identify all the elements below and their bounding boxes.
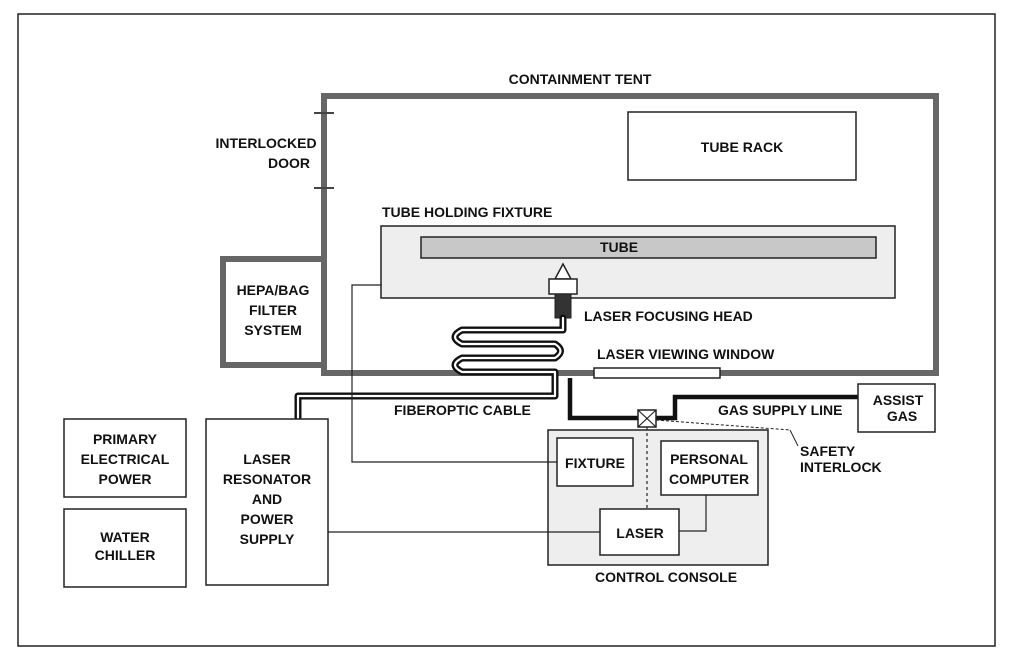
hepa-filter-box bbox=[220, 256, 327, 368]
hepa-label-line3: SYSTEM bbox=[244, 322, 302, 338]
laser-resonator-label-line1: LASER bbox=[243, 451, 290, 467]
primary-power-label-line2: ELECTRICAL bbox=[81, 451, 170, 467]
laser-resonator-label-line5: SUPPLY bbox=[240, 531, 295, 547]
tube-rack-box bbox=[627, 111, 857, 181]
tube-holding-fixture-label: TUBE HOLDING FIXTURE bbox=[382, 204, 552, 220]
water-chiller-label-line2: CHILLER bbox=[95, 547, 156, 563]
laser-resonator-label-line2: RESONATOR bbox=[223, 471, 311, 487]
containment-tent-label: CONTAINMENT TENT bbox=[509, 71, 652, 87]
interlocked-door-label-line2: DOOR bbox=[268, 155, 310, 171]
fixture-control-link bbox=[351, 284, 557, 463]
focusing-head-base bbox=[554, 293, 572, 319]
assist-gas-label-line2: GAS bbox=[887, 408, 917, 424]
fiberoptic-cable-label: FIBEROPTIC CABLE bbox=[394, 402, 531, 418]
control-console-label: CONTROL CONSOLE bbox=[595, 569, 737, 585]
water-chiller-label-line1: WATER bbox=[100, 529, 150, 545]
safety-interlock-pointer bbox=[655, 419, 791, 431]
safety-interlock-label-line2: INTERLOCK bbox=[800, 459, 882, 475]
laser-label: LASER bbox=[616, 525, 663, 541]
primary-power-label-line3: POWER bbox=[99, 471, 152, 487]
gas-supply-line-label: GAS SUPPLY LINE bbox=[718, 402, 842, 418]
water-chiller-box bbox=[63, 508, 187, 588]
fiberoptic-cable-core bbox=[296, 316, 565, 420]
focusing-head-body bbox=[548, 278, 578, 295]
personal-computer-box bbox=[660, 440, 759, 496]
valve-cross-b bbox=[637, 409, 657, 428]
laser-viewing-window bbox=[593, 367, 721, 379]
fixture-label: FIXTURE bbox=[565, 455, 625, 471]
laser-resonator-label-line4: POWER bbox=[241, 511, 294, 527]
laser-box bbox=[599, 508, 680, 556]
primary-power-label-line1: PRIMARY bbox=[93, 431, 158, 447]
safety-interlock-pointer-tail bbox=[789, 429, 799, 447]
hepa-label-line2: FILTER bbox=[249, 302, 297, 318]
safety-interlock-label-line1: SAFETY bbox=[800, 443, 856, 459]
tube-rack-label: TUBE RACK bbox=[701, 139, 783, 155]
assist-gas-box bbox=[857, 383, 936, 433]
laser-viewing-window-label: LASER VIEWING WINDOW bbox=[597, 346, 775, 362]
assist-gas-label-line1: ASSIST bbox=[873, 392, 924, 408]
laser-focusing-head-label: LASER FOCUSING HEAD bbox=[584, 308, 753, 324]
fixture-box bbox=[556, 437, 634, 487]
tube-label: TUBE bbox=[600, 239, 638, 255]
hepa-label-line1: HEPA/BAG bbox=[237, 282, 310, 298]
primary-power-box bbox=[63, 418, 187, 498]
tube-bar bbox=[420, 236, 877, 259]
laser-resonator-box bbox=[205, 418, 329, 586]
gas-supply-line bbox=[567, 378, 858, 421]
outer-frame bbox=[17, 13, 996, 647]
personal-computer-label-line1: PERSONAL bbox=[670, 451, 748, 467]
pc-to-laser-link bbox=[679, 495, 707, 532]
interlocked-door-label-line1: INTERLOCKED bbox=[215, 135, 316, 151]
laser-resonator-label-line3: AND bbox=[252, 491, 282, 507]
personal-computer-label-line2: COMPUTER bbox=[669, 471, 749, 487]
